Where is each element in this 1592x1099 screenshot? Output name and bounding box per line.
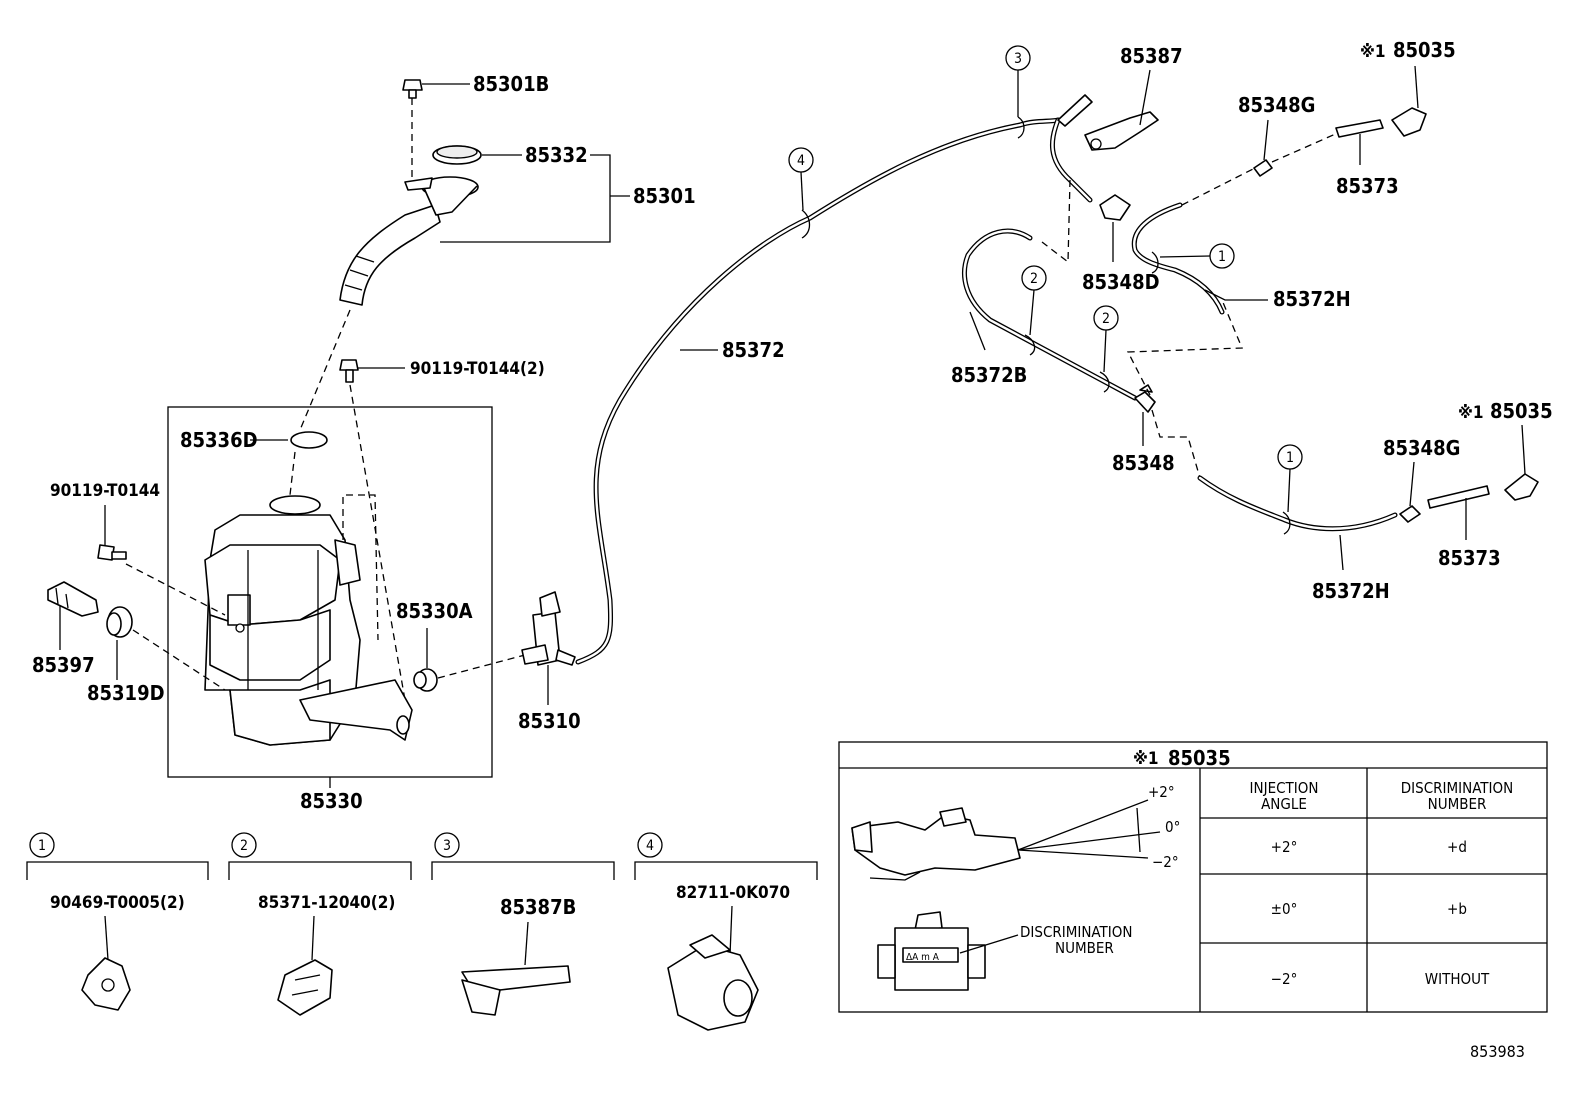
label-85301: 85301: [633, 184, 696, 208]
callout-circle-3-main: 3: [1014, 51, 1022, 67]
note-table-title-mark: ※1: [1133, 749, 1159, 769]
grommet-85336D: [290, 431, 328, 449]
angle-plus-label: +2°: [1148, 783, 1175, 801]
row1-angle: +2°: [1271, 838, 1298, 856]
label-85397: 85397: [32, 653, 95, 677]
label-85319D: 85319D: [87, 681, 165, 705]
label-85373-upper: 85373: [1336, 174, 1399, 198]
note-mark-lower: ※1: [1458, 403, 1484, 423]
holder-85387: [1084, 111, 1159, 151]
clip-part-2: 85371-12040(2): [258, 893, 395, 913]
header-injection-angle-l2: ANGLE: [1261, 795, 1307, 813]
washer-pump-85310: [521, 591, 576, 666]
clip-part-3: 85387B: [500, 895, 576, 919]
joint-85348G-upper: [1253, 159, 1273, 177]
row2-number: +b: [1447, 900, 1467, 918]
label-85348: 85348: [1112, 451, 1175, 475]
grommet-85319D: [106, 606, 133, 638]
diagram-id: 853983: [1470, 1042, 1525, 1061]
clip-legend-1: 1 90469-T0005(2): [26, 832, 209, 1011]
note-table-85035: ※1 85035 INJECTION ANGLE DISCRIMINATION …: [838, 741, 1548, 1013]
bolt-90119-T0144: [97, 544, 127, 561]
clip-part-1: 90469-T0005(2): [50, 893, 185, 913]
label-85372H-upper: 85372H: [1273, 287, 1351, 311]
callout-circle-4-main: 4: [797, 153, 805, 169]
clip-legend-4: 4 82711-0K070: [634, 832, 818, 1031]
nozzle-angle-illustration: +2° 0° −2°: [851, 783, 1180, 881]
clip-legend-2: 2 85371-12040(2): [228, 832, 412, 1016]
joint-85348: [1134, 384, 1156, 413]
bolt-90119-T0144-2: [339, 359, 359, 383]
callout-circle-1-a: 1: [1218, 249, 1226, 265]
label-85336D: 85336D: [180, 428, 258, 452]
discrimination-label-l2: NUMBER: [1055, 939, 1114, 957]
label-85330: 85330: [300, 789, 363, 813]
row2-angle: ±0°: [1271, 900, 1298, 918]
hose-85373-upper: [1335, 119, 1384, 138]
reservoir-tank-85330: [204, 431, 413, 746]
row3-number: WITHOUT: [1425, 970, 1490, 988]
header-injection-angle-l1: INJECTION: [1250, 779, 1319, 797]
note-mark-upper: ※1: [1360, 42, 1386, 62]
label-85348G-upper: 85348G: [1238, 93, 1315, 117]
svg-text:4: 4: [646, 838, 654, 854]
label-85035-lower: 85035: [1490, 399, 1553, 423]
callout-circle-1-b: 1: [1286, 450, 1294, 466]
label-85372B: 85372B: [951, 363, 1027, 387]
level-sensor-85397: [47, 581, 99, 617]
svg-text:2: 2: [240, 838, 248, 854]
nozzle-front-illustration: ΔA m A DISCRIMINATION NUMBER: [877, 911, 1132, 991]
grommet-85330A: [413, 668, 438, 692]
angle-minus-label: −2°: [1152, 853, 1179, 871]
label-85387: 85387: [1120, 44, 1183, 68]
label-85348G-lower: 85348G: [1383, 436, 1460, 460]
label-85373-lower: 85373: [1438, 546, 1501, 570]
header-discrimination-l1: DISCRIMINATION: [1401, 779, 1513, 797]
label-85348D: 85348D: [1082, 270, 1160, 294]
label-85372: 85372: [722, 338, 785, 362]
discrimination-label-l1: DISCRIMINATION: [1020, 923, 1132, 941]
label-85310: 85310: [518, 709, 581, 733]
note-table-title-part: 85035: [1168, 746, 1231, 770]
hose-85373-lower: [1427, 485, 1490, 509]
nozzle-85035-lower: [1504, 473, 1539, 501]
label-85332: 85332: [525, 143, 588, 167]
filler-pipe-85301: [339, 176, 479, 306]
label-85372H-lower: 85372H: [1312, 579, 1390, 603]
label-85035-upper: 85035: [1393, 38, 1456, 62]
label-90119-T0144-2: 90119-T0144(2): [410, 359, 545, 379]
svg-text:3: 3: [443, 838, 451, 854]
header-discrimination-l2: NUMBER: [1428, 795, 1487, 813]
angle-zero-label: 0°: [1165, 818, 1180, 836]
row3-angle: −2°: [1271, 970, 1298, 988]
row1-number: +d: [1447, 838, 1467, 856]
label-85330A: 85330A: [396, 599, 473, 623]
callout-circle-2-b: 2: [1102, 311, 1110, 327]
svg-text:1: 1: [38, 838, 46, 854]
bolt-85301B: [402, 79, 423, 99]
label-85301B: 85301B: [473, 72, 549, 96]
cap-85332: [432, 145, 482, 165]
clip-legend-3: 3 85387B: [431, 832, 615, 1016]
joint-85348D: [1099, 194, 1131, 221]
callout-circle-2-a: 2: [1030, 271, 1038, 287]
nozzle-85035-upper: [1391, 107, 1427, 137]
discrimination-stamp: ΔA m A: [906, 952, 940, 963]
joint-85348G-lower: [1399, 505, 1421, 523]
label-90119-T0144: 90119-T0144: [50, 481, 160, 501]
clip-part-4: 82711-0K070: [676, 883, 790, 903]
